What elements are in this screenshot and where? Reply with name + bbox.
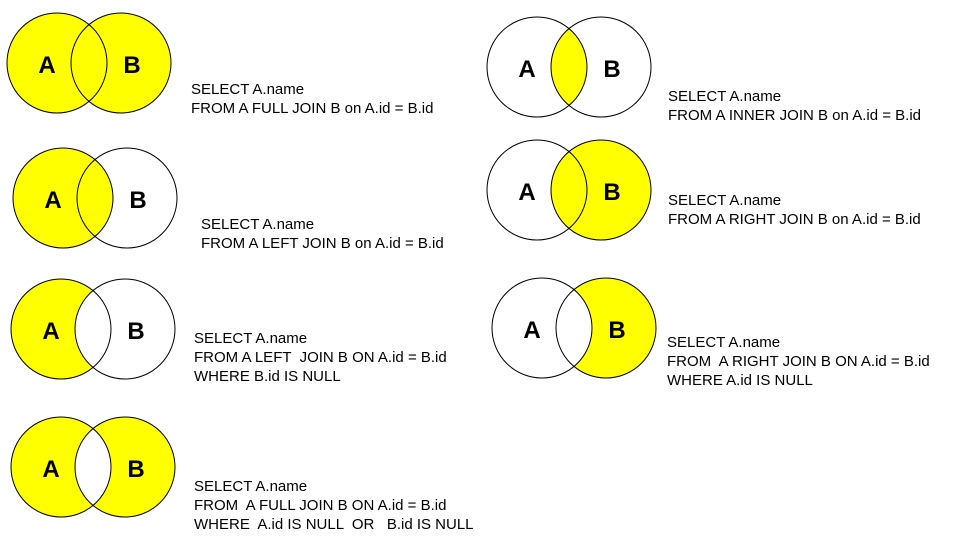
venn-inner-join: A B <box>486 16 652 118</box>
sql-line: FROM A LEFT JOIN B on A.id = B.id <box>201 235 444 252</box>
sql-line: SELECT A.name <box>191 81 305 98</box>
sql-line: SELECT A.name <box>667 334 781 351</box>
circle-a-outline <box>486 16 588 118</box>
circle-b-outline <box>70 12 172 114</box>
sql-line: FROM A LEFT JOIN B ON A.id = B.id <box>194 349 447 366</box>
intersection-region <box>77 159 113 237</box>
sql-line: FROM A FULL JOIN B ON A.id = B.id <box>194 497 447 514</box>
sql-line: SELECT A.name <box>668 192 782 209</box>
circle-a-outline <box>12 147 114 249</box>
label-a: A <box>518 56 535 83</box>
sql-line: WHERE A.id IS NULL OR B.id IS NULL <box>194 516 474 533</box>
label-a: A <box>42 456 59 483</box>
venn-full-join-null: A B <box>10 416 176 518</box>
venn-right-join: A B <box>486 139 652 241</box>
circle-a-outline <box>486 139 588 241</box>
label-b: B <box>603 56 620 83</box>
intersection-region <box>75 290 111 368</box>
label-a: A <box>42 318 59 345</box>
sql-line: WHERE B.id IS NULL <box>194 368 341 385</box>
circle-a-outline <box>491 277 593 379</box>
label-a: A <box>523 317 540 344</box>
intersection-region <box>551 28 587 106</box>
label-b: B <box>127 318 144 345</box>
venn-full-join: A B <box>6 12 172 114</box>
circle-b-outline <box>550 139 652 241</box>
sql-line: SELECT A.name <box>201 216 315 233</box>
intersection-region <box>75 428 111 506</box>
circle-b-outline <box>74 278 176 380</box>
circle-a-outline <box>10 416 112 518</box>
circle-a-outline <box>6 12 108 114</box>
venn-left-join: A B <box>12 147 178 249</box>
label-a: A <box>38 52 55 79</box>
circle-b-outline <box>76 147 178 249</box>
sql-line: SELECT A.name <box>194 330 308 347</box>
circle-a-outline <box>10 278 112 380</box>
sql-line: FROM A RIGHT JOIN B on A.id = B.id <box>668 211 921 228</box>
sql-line: FROM A RIGHT JOIN B ON A.id = B.id <box>667 353 930 370</box>
label-b: B <box>129 187 146 214</box>
label-b: B <box>123 52 140 79</box>
intersection-region <box>71 24 107 102</box>
sql-line: FROM A INNER JOIN B on A.id = B.id <box>668 107 922 124</box>
label-b: B <box>127 456 144 483</box>
sql-line: SELECT A.name <box>194 478 308 495</box>
sql-line: WHERE A.id IS NULL <box>667 372 813 389</box>
circle-b-outline <box>550 16 652 118</box>
intersection-region <box>551 151 587 229</box>
sql-line: SELECT A.name <box>668 88 782 105</box>
label-b: B <box>603 179 620 206</box>
venn-right-join-null: A B <box>491 277 657 379</box>
circle-b-outline <box>74 416 176 518</box>
label-a: A <box>44 187 61 214</box>
label-a: A <box>518 179 535 206</box>
sql-line: FROM A FULL JOIN B on A.id = B.id <box>191 100 434 117</box>
label-b: B <box>608 317 625 344</box>
intersection-region <box>556 289 592 367</box>
venn-left-join-null: A B <box>10 278 176 380</box>
circle-b-outline <box>555 277 657 379</box>
